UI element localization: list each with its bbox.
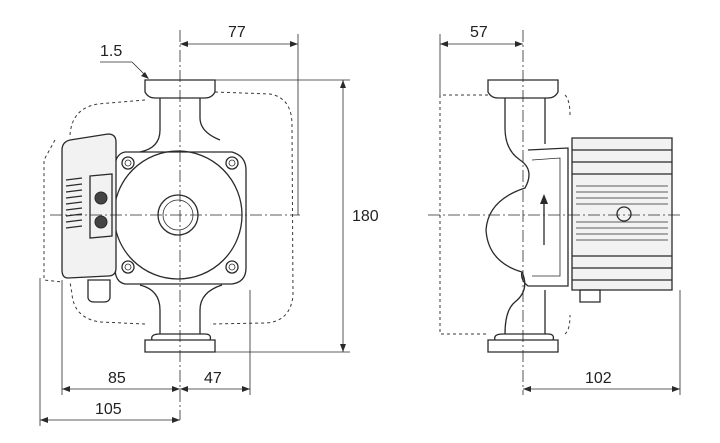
side-view [428,30,680,395]
front-bolts [121,156,239,274]
side-cable-gland [579,289,601,303]
dim-label-102: 102 [585,370,612,387]
front-top-flange [144,79,216,99]
side-clearance-right [564,94,571,335]
front-pipe-right [199,98,223,334]
side-pump-volute [520,147,569,287]
dim-label-180: 180 [352,208,379,225]
front-box-clearance [43,139,63,283]
bolt-bottom-right-inner [228,263,236,271]
bolt-top-right-inner [228,159,236,167]
terminal-knob-top [94,191,108,205]
dim-label-77: 77 [228,24,246,41]
front-view [43,30,300,420]
front-bottom-flange-neck [151,333,212,341]
front-terminal-box [61,133,117,279]
dimension-labels: 1.5 77 57 180 85 47 105 102 [95,24,612,418]
side-pipe-left [485,98,530,335]
dim-label-47: 47 [204,370,222,387]
bolt-bottom-left [121,260,135,274]
bolt-bottom-left-inner [124,263,132,271]
dim-label-57: 57 [470,24,488,41]
terminal-box-face [89,173,113,239]
dim-label-1-5: 1.5 [100,43,122,60]
terminal-box-outer [61,133,117,279]
side-top-flange [487,79,559,99]
front-clearance-outline [69,91,294,325]
dim-label-105: 105 [95,401,122,418]
front-pipe-left [139,98,161,334]
front-cable-gland [87,279,111,303]
bolt-bottom-right [225,260,239,274]
side-motor-plug [616,206,632,222]
side-clearance-outline [439,94,488,335]
side-flow-arrow-head [540,194,548,204]
bolt-top-left [121,156,135,170]
bolt-top-left-inner [124,159,132,167]
side-volute-inner [531,157,561,277]
side-bottom-flange-neck [494,333,555,341]
side-bottom-flange [487,339,559,353]
dimension-lines [39,34,681,426]
terminal-knob-bottom [94,215,108,229]
side-motor-fins [572,149,672,281]
dim-label-85: 85 [108,370,126,387]
bolt-top-right [225,156,239,170]
